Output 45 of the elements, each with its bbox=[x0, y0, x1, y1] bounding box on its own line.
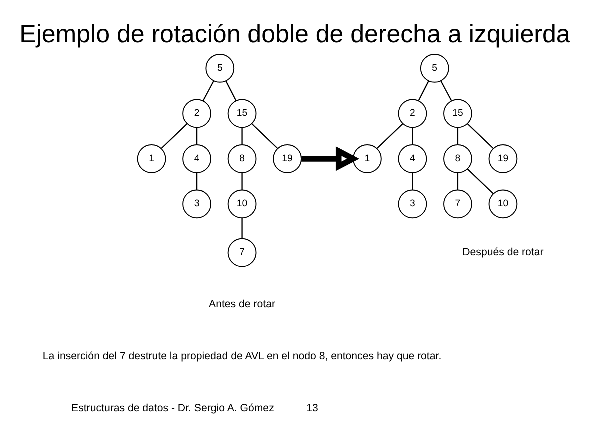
connector bbox=[196, 172, 198, 190]
label: Después de rotar bbox=[462, 246, 544, 258]
connector bbox=[251, 122, 278, 148]
diagram-title: Ejemplo de rotación doble de derecha a izquierda bbox=[20, 20, 570, 48]
label: Estructuras de datos - Dr. Sergio A. Gómez bbox=[72, 402, 274, 414]
node-circle: 3 bbox=[182, 189, 212, 218]
node-circle: 3 bbox=[398, 189, 428, 218]
connector bbox=[242, 218, 243, 238]
node-circle: 19 bbox=[488, 144, 518, 173]
connector bbox=[226, 80, 237, 101]
connector bbox=[376, 122, 404, 148]
connector bbox=[196, 127, 198, 144]
connector bbox=[242, 172, 243, 190]
node-circle: 5 bbox=[206, 54, 235, 82]
connector bbox=[467, 122, 494, 148]
node-circle: 4 bbox=[182, 144, 212, 173]
node-circle: 15 bbox=[228, 98, 257, 128]
arrow bbox=[302, 146, 360, 171]
node-circle: 2 bbox=[398, 98, 428, 128]
connector bbox=[161, 122, 188, 148]
connector bbox=[202, 80, 214, 101]
connector bbox=[440, 80, 452, 101]
node-circle: 4 bbox=[398, 144, 428, 173]
node-circle: 7 bbox=[444, 189, 472, 218]
node-circle: 2 bbox=[182, 98, 212, 128]
connector bbox=[457, 127, 459, 144]
node-circle: 7 bbox=[228, 238, 257, 267]
node-circle: 10 bbox=[228, 189, 257, 218]
node-circle: 8 bbox=[444, 144, 472, 173]
connector bbox=[412, 127, 414, 144]
node-circle: 19 bbox=[273, 144, 302, 173]
connector bbox=[457, 172, 459, 190]
node-circle: 8 bbox=[228, 144, 257, 173]
label: La inserción del 7 destrute la propiedad de AVL en el nodo 8, entonces hay que rotar. bbox=[42, 350, 442, 362]
connector bbox=[412, 172, 414, 190]
connector bbox=[242, 127, 243, 144]
label: 13 bbox=[306, 402, 318, 414]
node-circle: 15 bbox=[444, 98, 472, 128]
node-circle: 10 bbox=[488, 189, 518, 218]
node-circle: 1 bbox=[353, 144, 382, 173]
connector bbox=[467, 168, 494, 194]
node-circle: 1 bbox=[137, 144, 166, 173]
node-circle: 5 bbox=[420, 54, 450, 82]
connector bbox=[418, 80, 430, 101]
label: Antes de rotar bbox=[209, 298, 276, 310]
